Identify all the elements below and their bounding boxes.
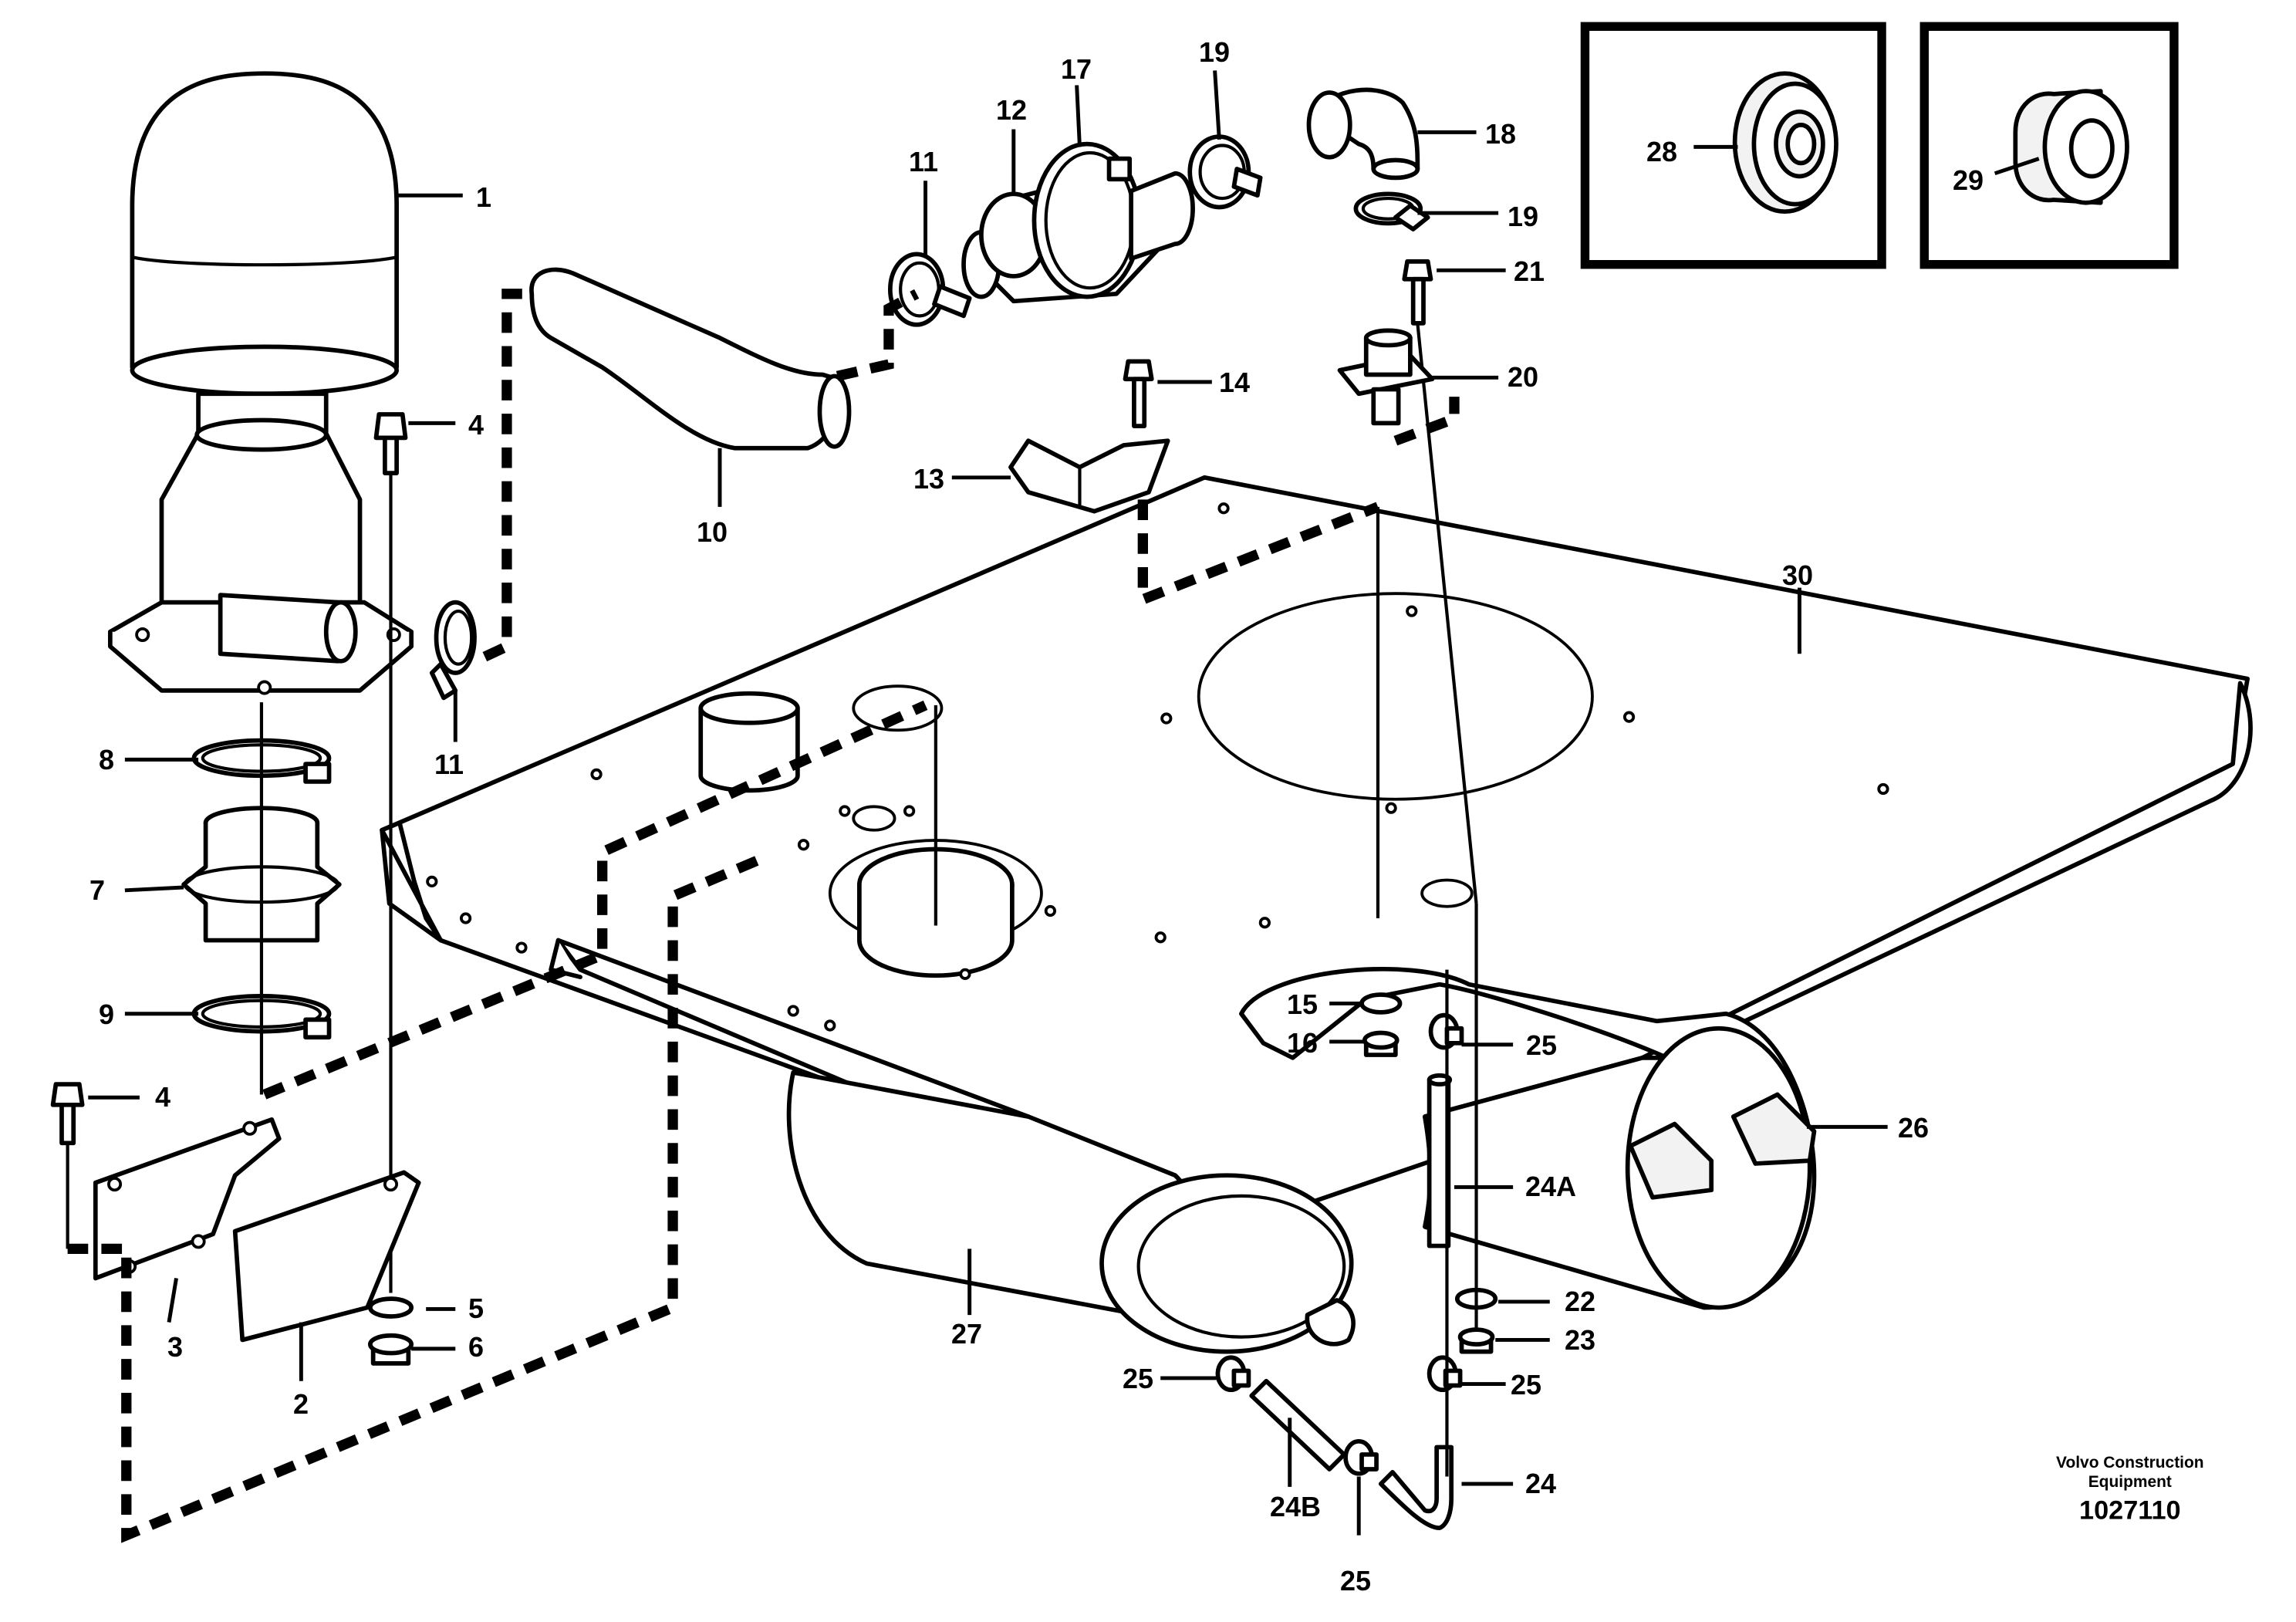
washer-5 bbox=[367, 1296, 414, 1319]
callout-18: 18 bbox=[1485, 118, 1516, 150]
callout-24b: 24B bbox=[1270, 1491, 1321, 1522]
callout-25-lower: 25 bbox=[1340, 1565, 1371, 1597]
callout-25-mid-left: 25 bbox=[1123, 1363, 1153, 1394]
pre-cleaner-cap-1 bbox=[130, 71, 399, 397]
assembly-dashed-lines bbox=[67, 289, 1460, 1543]
callout-23: 23 bbox=[1565, 1324, 1595, 1356]
hose-clamp-25-d bbox=[1343, 1438, 1379, 1476]
hydraulic-tank-26 bbox=[1239, 967, 1817, 1310]
leader-lines bbox=[88, 70, 1888, 1536]
callout-17: 17 bbox=[1061, 53, 1092, 85]
callout-7: 7 bbox=[89, 874, 105, 906]
drain-hose-24 bbox=[1378, 1445, 1454, 1531]
callout-12: 12 bbox=[996, 94, 1027, 126]
hose-clamp-17 bbox=[1032, 141, 1143, 299]
callout-1: 1 bbox=[476, 181, 491, 213]
hose-clamp-25-a bbox=[1428, 1012, 1464, 1050]
inset-part-29 bbox=[1920, 22, 2179, 269]
bolt-4-lower bbox=[50, 1082, 85, 1249]
callout-3: 3 bbox=[167, 1331, 183, 1363]
callout-6: 6 bbox=[468, 1331, 484, 1363]
nut-16 bbox=[1362, 1030, 1400, 1057]
elbow-18 bbox=[1306, 87, 1420, 181]
bracket-13 bbox=[1008, 438, 1170, 514]
callout-29: 29 bbox=[1953, 164, 1984, 196]
nut-6 bbox=[367, 1333, 414, 1366]
bracket-2 bbox=[232, 1170, 421, 1343]
callout-11-lower: 11 bbox=[434, 748, 464, 780]
callout-30: 30 bbox=[1782, 559, 1813, 591]
hose-clamp-11-upper bbox=[887, 252, 972, 327]
bolt-4-upper bbox=[373, 412, 408, 1293]
callout-28: 28 bbox=[1646, 136, 1677, 167]
drain-hose-24b bbox=[1249, 1378, 1347, 1472]
callout-8: 8 bbox=[99, 744, 114, 776]
fuel-tank-27 bbox=[786, 1070, 1356, 1354]
callout-24: 24 bbox=[1525, 1468, 1556, 1499]
callout-2: 2 bbox=[293, 1388, 309, 1420]
callout-4-upper: 4 bbox=[468, 409, 484, 441]
air-cleaner-body bbox=[107, 391, 414, 695]
hose-clamp-11-lower bbox=[429, 600, 477, 701]
intake-hose-10 bbox=[529, 267, 852, 451]
bolt-21 bbox=[1402, 259, 1478, 904]
callout-27: 27 bbox=[951, 1318, 982, 1350]
hose-clamp-19-upper bbox=[1187, 134, 1263, 210]
washer-15 bbox=[1359, 992, 1403, 1015]
callout-labels: 1 4 8 7 9 4 5 6 3 2 10 11 11 12 17 19 18… bbox=[89, 36, 1984, 1597]
brand-line-2: Equipment bbox=[2088, 1473, 2172, 1491]
document-number: 1027110 bbox=[2079, 1496, 2181, 1526]
hose-clamp-25-b bbox=[1427, 1355, 1463, 1393]
callout-19-lower: 19 bbox=[1508, 201, 1538, 232]
brand-line-1: Volvo Construction bbox=[2056, 1454, 2204, 1472]
callout-13: 13 bbox=[913, 463, 944, 495]
frame-plate bbox=[380, 475, 2253, 1244]
bolt-14 bbox=[1123, 359, 1154, 429]
inset-part-28 bbox=[1580, 22, 1886, 269]
callout-15: 15 bbox=[1287, 988, 1318, 1020]
hose-clamp-19-lower bbox=[1353, 191, 1430, 231]
callout-9: 9 bbox=[99, 999, 114, 1030]
callout-25-upper: 25 bbox=[1526, 1029, 1557, 1061]
bracket-3 bbox=[93, 1117, 282, 1281]
callout-22: 22 bbox=[1565, 1286, 1595, 1317]
callout-21: 21 bbox=[1514, 255, 1545, 287]
hose-clamp-25-c bbox=[1215, 1355, 1251, 1393]
callout-24a: 24A bbox=[1525, 1171, 1576, 1202]
callout-26: 26 bbox=[1898, 1112, 1929, 1144]
callout-16: 16 bbox=[1287, 1027, 1318, 1059]
publisher-footer: Volvo Construction Equipment 1027110 bbox=[2056, 1454, 2204, 1526]
callout-10: 10 bbox=[697, 516, 728, 548]
callout-5: 5 bbox=[468, 1293, 484, 1324]
callout-4-lower: 4 bbox=[155, 1081, 171, 1113]
callout-14: 14 bbox=[1219, 367, 1250, 398]
callout-25-mid-right: 25 bbox=[1511, 1369, 1541, 1401]
callout-11-upper: 11 bbox=[909, 146, 938, 177]
callout-20: 20 bbox=[1508, 361, 1538, 393]
callout-19-upper: 19 bbox=[1199, 36, 1230, 68]
nut-23 bbox=[1457, 1327, 1495, 1354]
